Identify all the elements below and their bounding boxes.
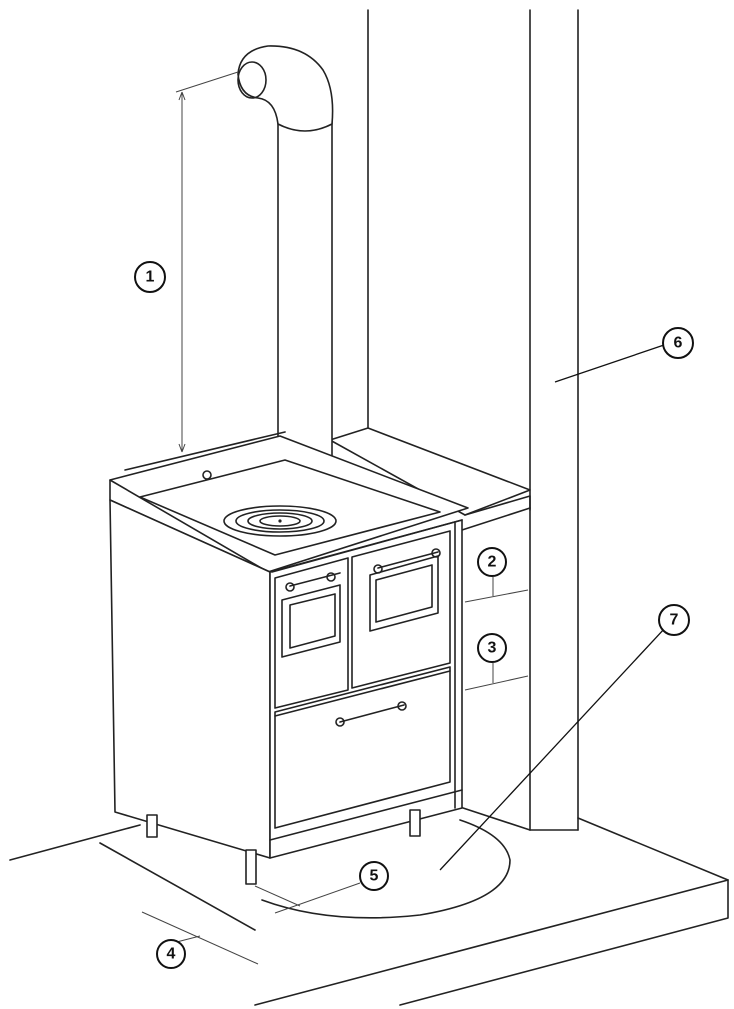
burner-rings <box>223 505 337 537</box>
callout-7: 7 <box>658 604 690 636</box>
dimension-lines <box>141 71 529 965</box>
callout-4: 4 <box>156 939 186 969</box>
svg-text:5: 5 <box>370 868 379 885</box>
flue-pipe <box>237 45 334 491</box>
leader-7 <box>439 627 666 871</box>
callout-1: 1 <box>134 261 166 293</box>
callout-5: 5 <box>359 861 389 891</box>
callout-6: 6 <box>662 327 694 359</box>
stove-feet <box>146 809 421 885</box>
room-walls <box>367 9 579 831</box>
leader-6 <box>554 344 665 383</box>
svg-text:6: 6 <box>674 335 683 352</box>
svg-text:4: 4 <box>167 946 176 963</box>
hearth-semicircle <box>261 819 511 919</box>
svg-text:2: 2 <box>488 554 497 571</box>
floor-plate <box>9 806 729 1006</box>
callout-2: 2 <box>477 547 507 577</box>
stove-body <box>109 431 469 885</box>
svg-text:1: 1 <box>146 269 155 286</box>
svg-text:7: 7 <box>670 612 679 629</box>
svg-text:3: 3 <box>488 640 497 657</box>
callout-3: 3 <box>477 633 507 663</box>
